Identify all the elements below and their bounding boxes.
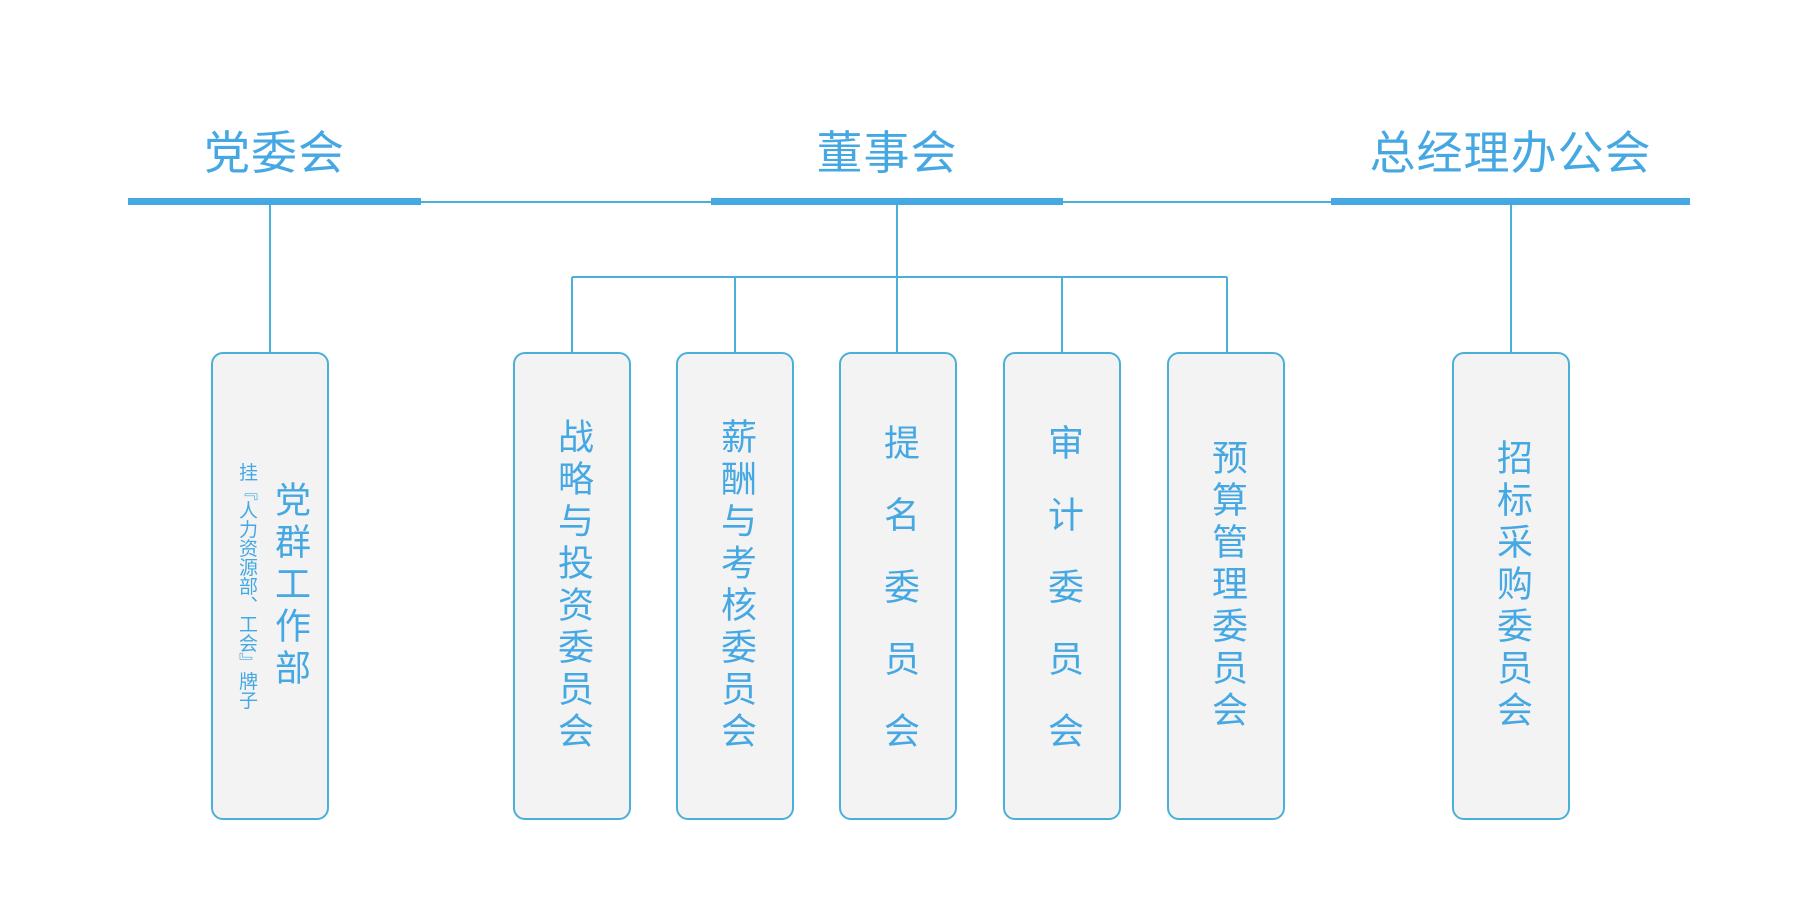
box-title: 战略与投资委员会 (552, 418, 593, 754)
box-title: 审计委员会 (1042, 424, 1083, 784)
box-audit-committee: 审计委员会 (1003, 352, 1121, 820)
head-title-board: 董事会 (816, 126, 958, 180)
box-compensation-committee: 薪酬与考核委员会 (676, 352, 794, 820)
head-title-party: 党委会 (204, 126, 345, 180)
box-nomination-committee: 提名委员会 (839, 352, 957, 820)
box-title: 招标采购委员会 (1491, 439, 1532, 733)
box-party-work-dept: 党群工作部 挂『人力资源部、工会』牌子 (211, 352, 329, 820)
box-note: 挂『人力资源部、工会』牌子 (236, 462, 258, 710)
box-title: 提名委员会 (878, 424, 919, 784)
head-title-gm: 总经理办公会 (1369, 126, 1652, 180)
box-title: 党群工作部 (269, 481, 310, 691)
box-title: 薪酬与考核委员会 (715, 418, 756, 754)
head-bar-party (128, 198, 421, 205)
box-strategy-investment-committee: 战略与投资委员会 (513, 352, 631, 820)
box-title: 预算管理委员会 (1206, 439, 1247, 733)
head-bar-gm (1331, 198, 1690, 205)
box-budget-committee: 预算管理委员会 (1167, 352, 1285, 820)
head-bar-board (711, 198, 1063, 205)
box-procurement-committee: 招标采购委员会 (1452, 352, 1570, 820)
